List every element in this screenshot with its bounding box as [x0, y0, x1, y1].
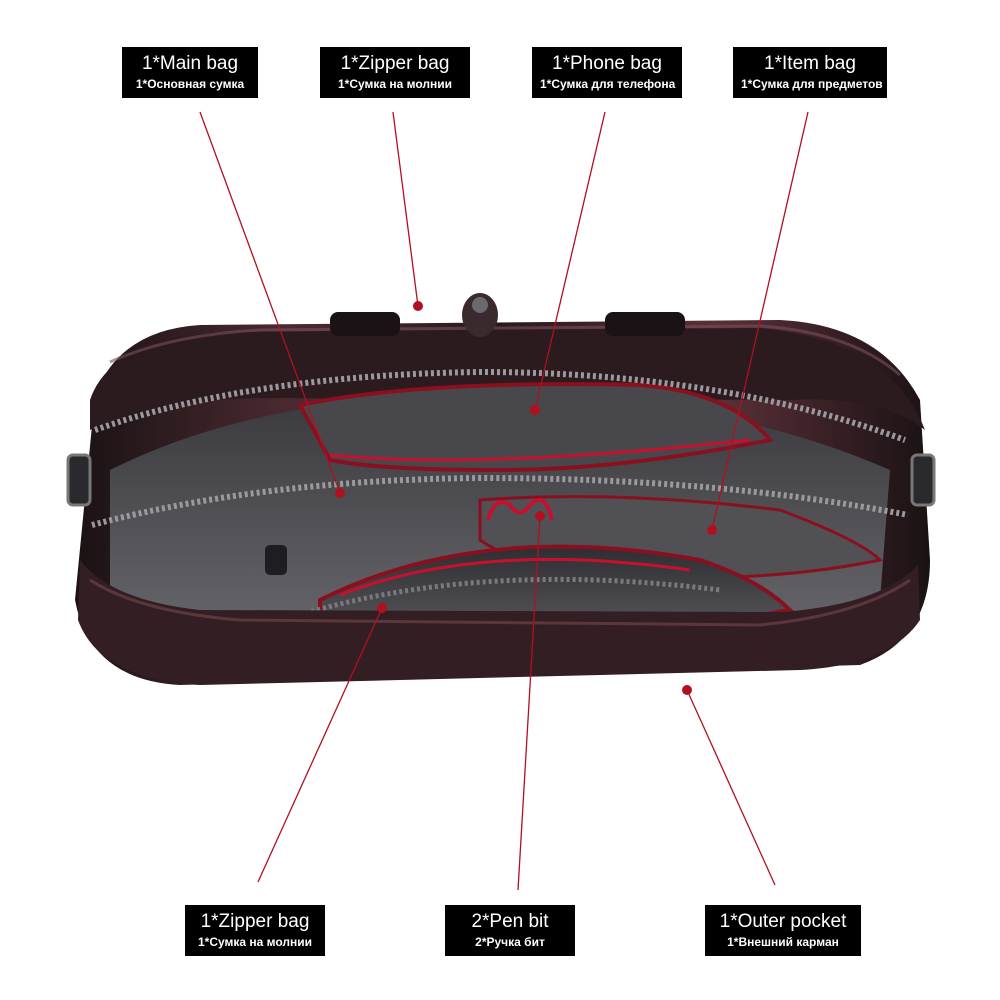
marker-dot-phone-bag	[530, 405, 540, 415]
label-pen-bit: 2*Pen bit 2*Ручка бит	[445, 905, 575, 956]
label-pen-bit-ru: 2*Ручка бит	[475, 935, 545, 949]
label-item-bag-en: 1*Item bag	[764, 53, 856, 74]
label-item-bag: 1*Item bag 1*Сумка для предметов	[733, 47, 887, 98]
label-phone-bag-en: 1*Phone bag	[552, 53, 662, 74]
marker-dot-zipper-bag-top	[413, 301, 423, 311]
leader-line-main-bag	[199, 111, 341, 494]
leader-line-item-bag	[711, 111, 809, 531]
label-item-bag-ru: 1*Сумка для предметов	[741, 77, 883, 91]
label-zipper-bag-bottom-en: 1*Zipper bag	[200, 911, 310, 932]
marker-dot-zipper-bag-bottom	[377, 603, 387, 613]
marker-dot-main-bag	[335, 488, 345, 498]
label-main-bag: 1*Main bag 1*Основная сумка	[122, 47, 258, 98]
label-outer-pocket: 1*Outer pocket 1*Внешний карман	[705, 905, 861, 956]
label-main-bag-en: 1*Main bag	[141, 53, 239, 74]
leader-line-zipper-bag-bottom	[257, 607, 383, 883]
label-phone-bag: 1*Phone bag 1*Сумка для телефона	[532, 47, 682, 98]
label-outer-pocket-en: 1*Outer pocket	[719, 911, 847, 932]
label-outer-pocket-ru: 1*Внешний карман	[727, 935, 839, 949]
marker-dot-item-bag	[707, 525, 717, 535]
leader-line-phone-bag	[534, 111, 606, 411]
label-zipper-bag-top-en: 1*Zipper bag	[340, 53, 450, 74]
label-zipper-bag-top: 1*Zipper bag 1*Сумка на молнии	[320, 47, 470, 98]
leather-briefcase-photo	[66, 293, 936, 685]
leader-line-outer-pocket	[686, 689, 776, 886]
marker-dot-outer-pocket	[682, 685, 692, 695]
label-pen-bit-en: 2*Pen bit	[471, 911, 549, 932]
leader-line-zipper-bag-top	[392, 111, 419, 307]
leader-dots	[335, 301, 717, 695]
label-phone-bag-ru: 1*Сумка для телефона	[540, 77, 676, 91]
label-zipper-bag-top-ru: 1*Сумка на молнии	[337, 77, 453, 91]
leader-line-pen-bit	[517, 515, 541, 891]
leader-lines	[199, 111, 809, 891]
label-zipper-bag-bottom: 1*Zipper bag 1*Сумка на молнии	[185, 905, 325, 956]
marker-dot-pen-bit	[535, 511, 545, 521]
label-main-bag-ru: 1*Основная сумка	[135, 77, 245, 91]
label-zipper-bag-bottom-ru: 1*Сумка на молнии	[197, 935, 313, 949]
